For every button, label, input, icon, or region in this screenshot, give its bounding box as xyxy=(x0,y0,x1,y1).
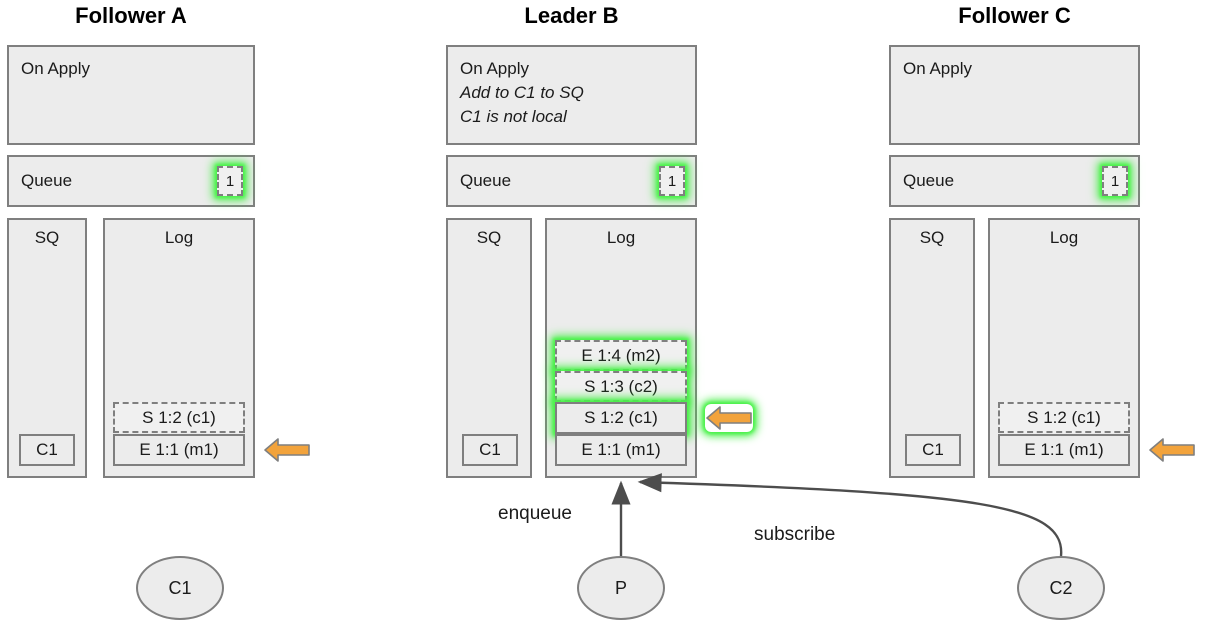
sq-title: SQ xyxy=(476,228,502,247)
on-apply-note-1: C1 is not local xyxy=(460,107,567,126)
sq-title: SQ xyxy=(34,228,60,247)
sq-title: SQ xyxy=(919,228,945,247)
commit-pointer-arrow-follower-c xyxy=(1148,436,1196,464)
commit-pointer-arrow-follower-a xyxy=(263,436,311,464)
queue-count-badge: 1 xyxy=(217,166,243,196)
client-node-c1[interactable]: C1 xyxy=(136,556,224,620)
queue-label: Queue xyxy=(903,171,955,190)
queue-panel-leader-b: Queue 1 xyxy=(446,155,697,207)
column-title-follower-a: Follower A xyxy=(75,3,187,28)
on-apply-panel-follower-a: On Apply xyxy=(7,45,255,145)
on-apply-header: On Apply xyxy=(21,59,90,78)
edge-label-enqueue: enqueue xyxy=(498,503,572,524)
on-apply-header: On Apply xyxy=(903,59,972,78)
queue-count-badge: 1 xyxy=(1102,166,1128,196)
queue-count-badge: 1 xyxy=(659,166,685,196)
sq-entry-follower-a-0[interactable]: C1 xyxy=(19,434,75,466)
on-apply-note-0: Add to C1 to SQ xyxy=(460,83,584,102)
log-title: Log xyxy=(606,228,636,247)
queue-panel-follower-a: Queue 1 xyxy=(7,155,255,207)
column-title-leader-b: Leader B xyxy=(524,3,619,28)
column-title-follower-c: Follower C xyxy=(958,3,1071,28)
log-title: Log xyxy=(164,228,194,247)
sq-entry-follower-c-0[interactable]: C1 xyxy=(905,434,961,466)
log-entry-follower-c-1[interactable]: E 1:1 (m1) xyxy=(998,434,1130,466)
log-entry-follower-c-0[interactable]: S 1:2 (c1) xyxy=(998,402,1130,433)
edge-label-subscribe: subscribe xyxy=(754,524,836,545)
sq-entry-leader-b-0[interactable]: C1 xyxy=(462,434,518,466)
on-apply-panel-leader-b: On Apply Add to C1 to SQ C1 is not local xyxy=(446,45,697,145)
log-title: Log xyxy=(1049,228,1079,247)
commit-pointer-arrow-leader-b xyxy=(705,404,753,432)
log-entry-follower-a-1[interactable]: E 1:1 (m1) xyxy=(113,434,245,466)
queue-panel-follower-c: Queue 1 xyxy=(889,155,1140,207)
log-entry-follower-a-0[interactable]: S 1:2 (c1) xyxy=(113,402,245,433)
on-apply-panel-follower-c: On Apply xyxy=(889,45,1140,145)
client-node-c2[interactable]: C2 xyxy=(1017,556,1105,620)
log-entry-leader-b-3[interactable]: E 1:1 (m1) xyxy=(555,434,687,466)
queue-label: Queue xyxy=(460,171,512,190)
on-apply-header: On Apply xyxy=(460,59,529,78)
producer-node-p[interactable]: P xyxy=(577,556,665,620)
log-entry-leader-b-0[interactable]: E 1:4 (m2) xyxy=(555,340,687,371)
subscribe-connector xyxy=(637,473,1063,557)
log-entry-leader-b-2[interactable]: S 1:2 (c1) xyxy=(555,402,687,434)
queue-label: Queue xyxy=(21,171,73,190)
log-entry-leader-b-1[interactable]: S 1:3 (c2) xyxy=(555,371,687,402)
